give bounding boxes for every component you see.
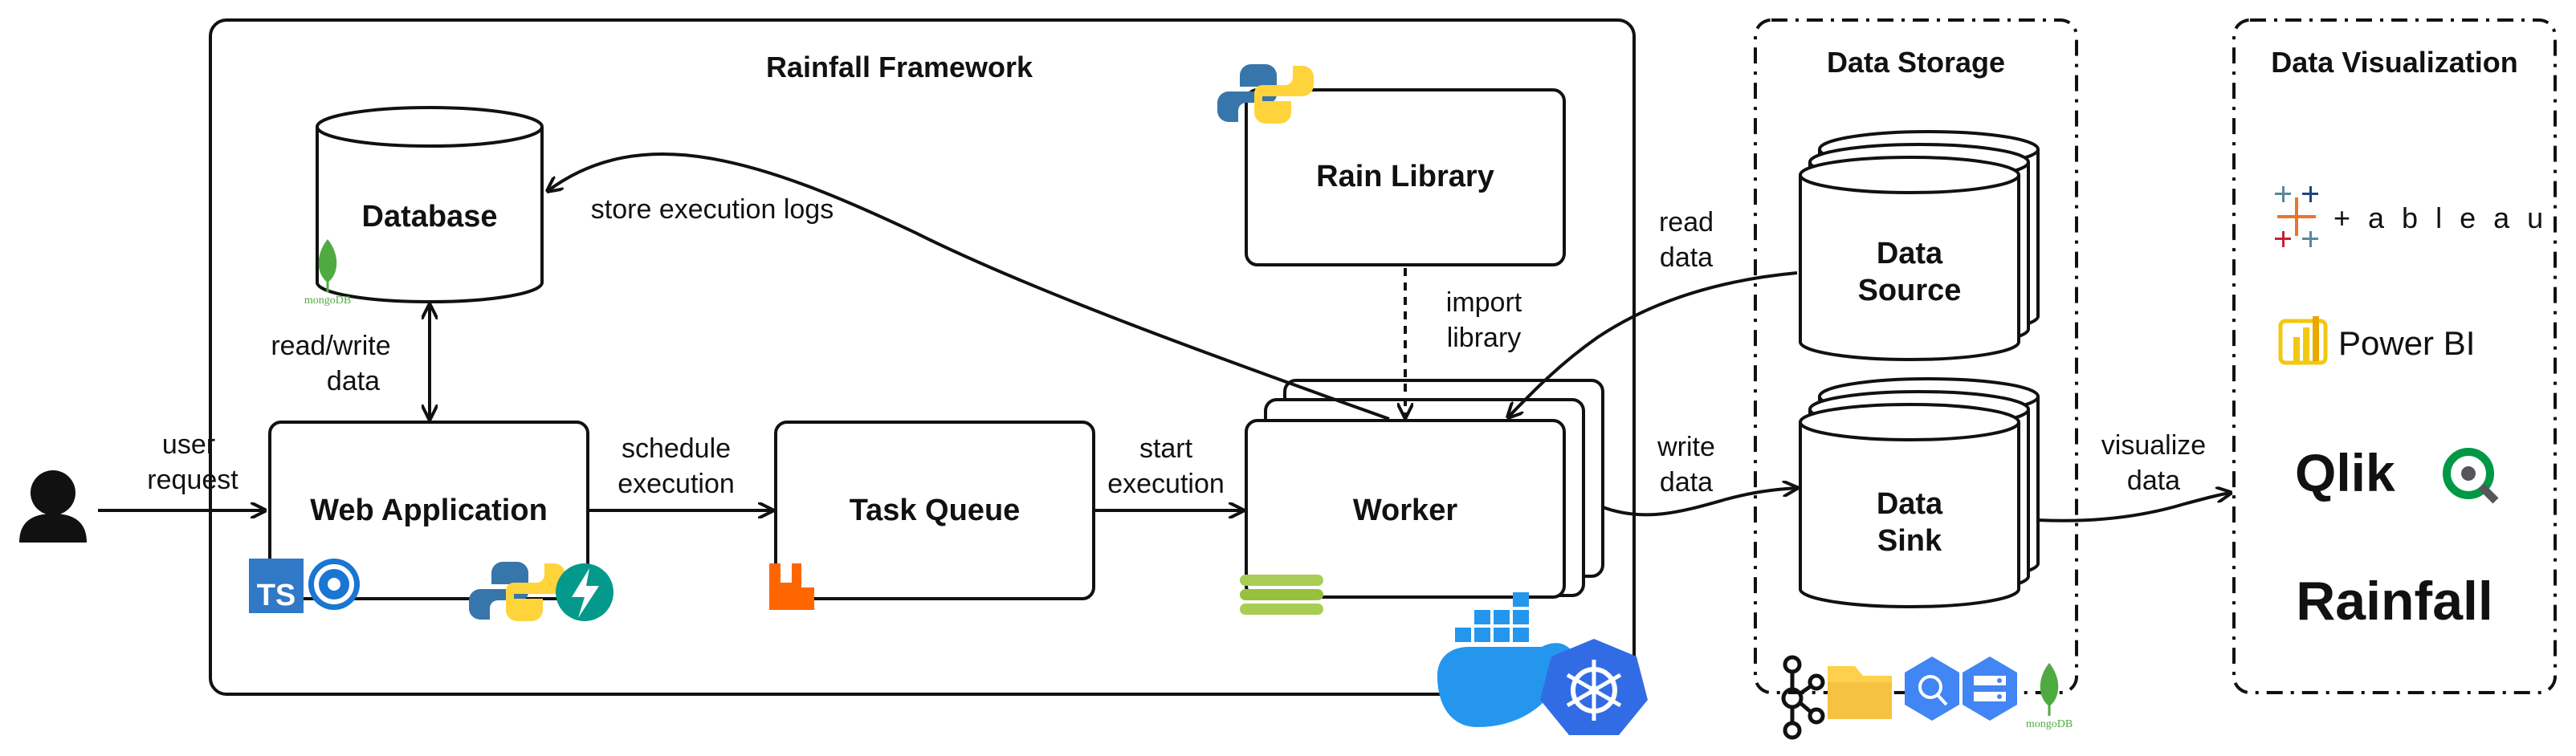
bigquery-icon xyxy=(1905,656,1959,721)
database-label: Database xyxy=(362,200,498,234)
data-sink-label-line2: Sink xyxy=(1877,524,1942,558)
quasar-icon xyxy=(308,559,360,610)
kubernetes-icon xyxy=(1540,639,1648,735)
mongodb-storage-logo-text: mongoDB xyxy=(2026,718,2073,730)
framework-title: Rainfall Framework xyxy=(766,51,1033,83)
qlik-wordmark: Qlik xyxy=(2295,443,2395,502)
write-data-label-line2: data xyxy=(1660,467,1713,498)
powerbi-logo: Power BI xyxy=(2278,316,2475,365)
schedule-execution-label-line2: execution xyxy=(618,469,735,499)
visualize-data-arrow xyxy=(2037,493,2231,522)
tableau-wordmark: + a b l e a u xyxy=(2333,201,2548,234)
start-execution-label-line2: execution xyxy=(1107,469,1225,499)
start-execution-label-line1: start xyxy=(1139,433,1193,464)
visualize-data-label-line2: data xyxy=(2127,465,2180,496)
python-library-icon xyxy=(1217,64,1314,124)
typescript-icon: TS xyxy=(249,559,304,613)
web-application-label: Web Application xyxy=(310,494,548,527)
schedule-execution-label-line1: schedule xyxy=(622,433,731,464)
data-sink-cylinders xyxy=(1799,377,2040,608)
folder-icon xyxy=(1828,666,1892,719)
qlik-icon xyxy=(2443,448,2499,504)
worker-label: Worker xyxy=(1353,494,1457,527)
rain-library-label: Rain Library xyxy=(1316,160,1494,193)
store-execution-logs-label: store execution logs xyxy=(591,194,834,225)
visualize-data-label-line1: visualize xyxy=(2101,430,2206,461)
read-data-arrow xyxy=(1508,271,1798,417)
qlik-logo: Qlik xyxy=(2295,443,2499,504)
read-write-label-line1: read/write xyxy=(271,331,390,361)
data-visualization-title: Data Visualization xyxy=(2271,46,2517,79)
fastapi-icon xyxy=(556,563,613,621)
celery-icon xyxy=(1240,575,1323,615)
cloud-storage-icon xyxy=(1963,656,2017,721)
import-library-label-line1: import xyxy=(1446,287,1522,318)
docker-icon xyxy=(1437,592,1584,727)
powerbi-icon xyxy=(2278,316,2328,365)
data-source-cylinders xyxy=(1799,130,2040,361)
tableau-logo: + a b l e a u xyxy=(2275,186,2548,247)
svg-text:TS: TS xyxy=(257,579,296,612)
store-execution-logs-arrow xyxy=(548,152,1390,421)
read-write-label-line2: data xyxy=(327,366,380,396)
import-library-label-line2: library xyxy=(1447,323,1522,353)
database-cylinder xyxy=(316,106,544,303)
powerbi-wordmark: Power BI xyxy=(2338,324,2475,362)
mongodb-icon xyxy=(318,239,337,292)
read-data-label-line1: read xyxy=(1659,207,1714,238)
data-source-label-line1: Data xyxy=(1877,237,1943,270)
read-data-label-line2: data xyxy=(1660,242,1713,273)
tableau-icon xyxy=(2275,186,2318,247)
task-queue-label: Task Queue xyxy=(850,494,1021,527)
data-source-label-line2: Source xyxy=(1858,274,1962,307)
user-request-label-line2: request xyxy=(147,465,238,495)
python-icon xyxy=(469,562,565,621)
data-visualization-container xyxy=(2232,18,2557,694)
kafka-icon xyxy=(1781,655,1825,740)
write-data-arrow xyxy=(1602,488,1797,517)
write-data-label-line1: write xyxy=(1657,432,1715,462)
rain-library-box xyxy=(1245,88,1566,266)
rainfall-logo: Rainfall xyxy=(2296,571,2493,632)
user-request-label-line1: user xyxy=(162,429,215,460)
rabbitmq-icon xyxy=(769,563,814,610)
mongodb-storage-icon xyxy=(2040,663,2059,716)
data-storage-title: Data Storage xyxy=(1827,46,2005,79)
person-icon xyxy=(19,470,87,543)
data-sink-label-line1: Data xyxy=(1877,487,1943,521)
data-storage-container xyxy=(1754,18,2078,694)
worker-box xyxy=(1245,419,1566,599)
mongodb-logo-text: mongoDB xyxy=(304,295,351,307)
